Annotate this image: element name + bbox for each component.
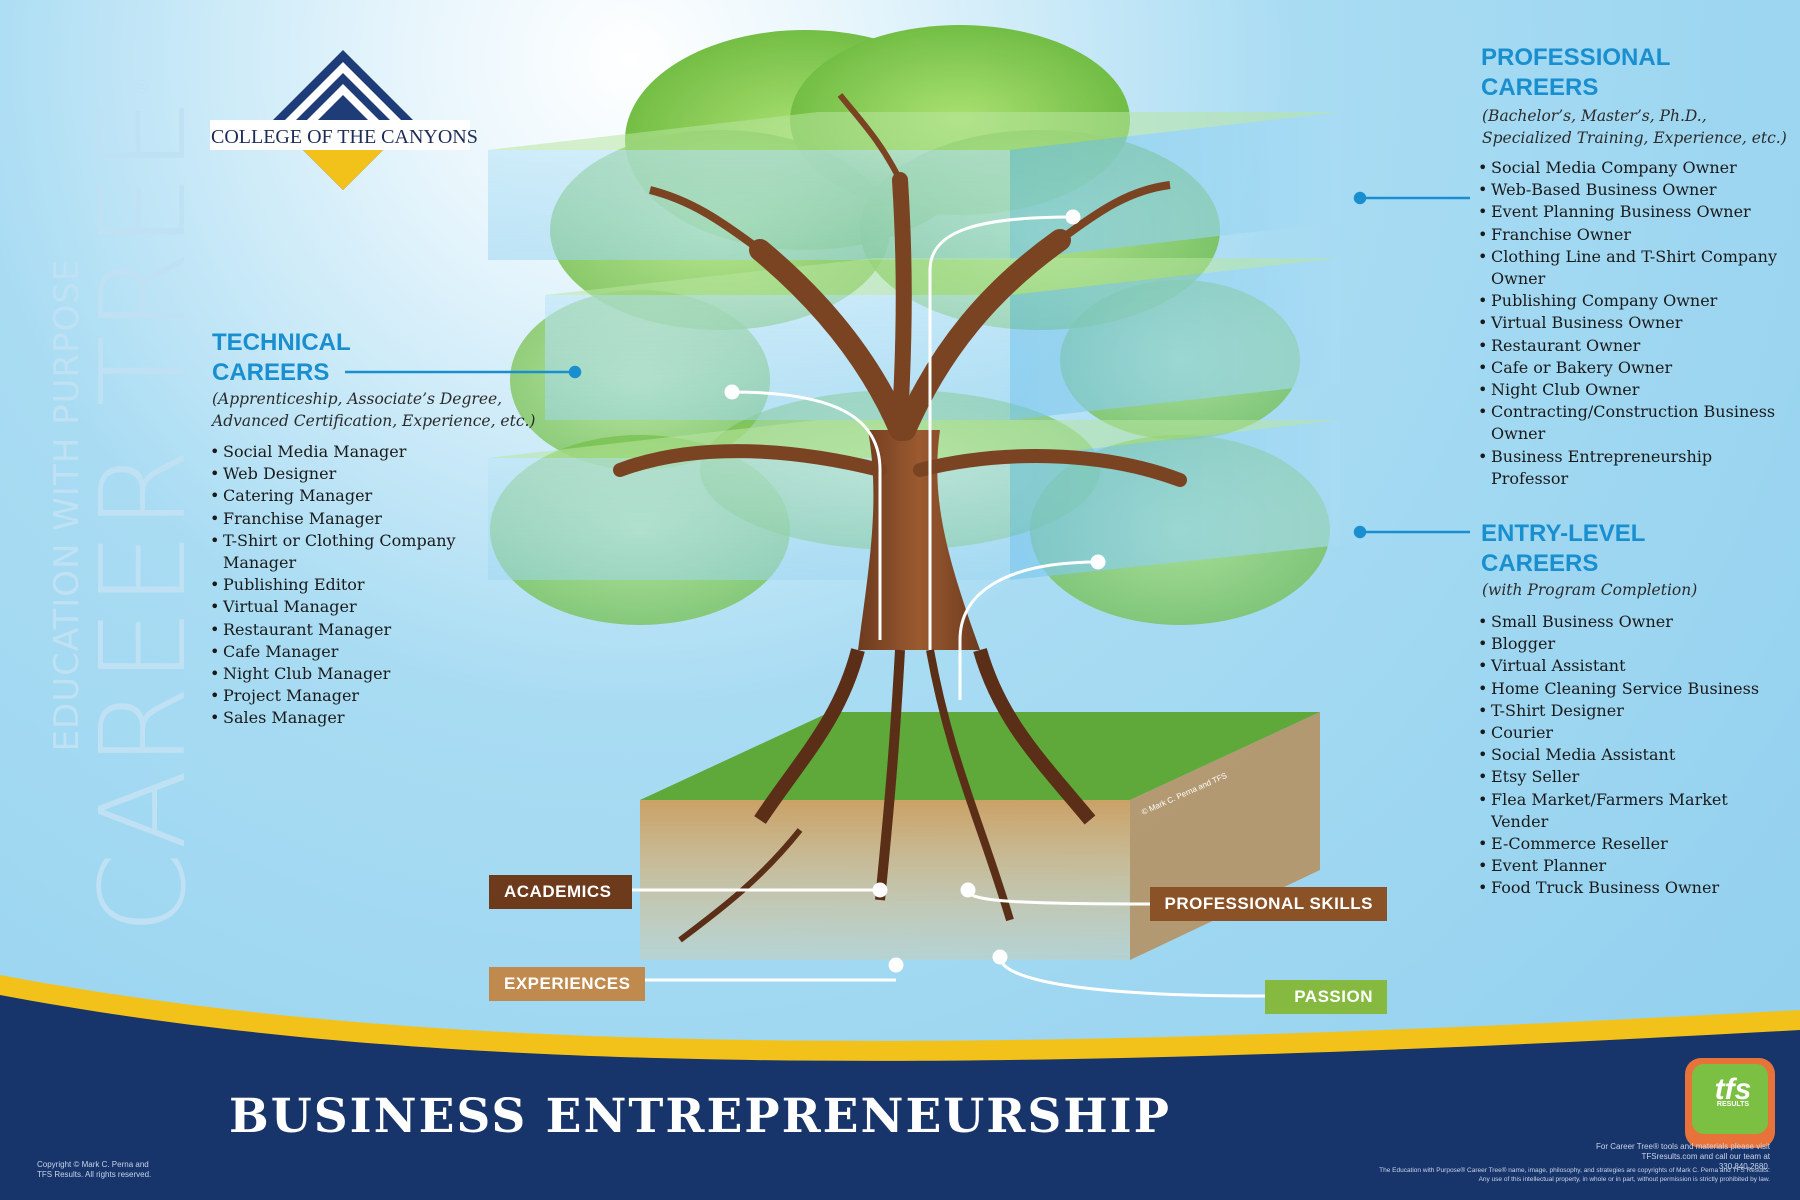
technical-heading: TECHNICAL CAREERS <box>212 328 351 388</box>
professional-heading-line2: CAREERS <box>1481 74 1599 101</box>
footer-legal-line2: Any use of this intellectual property, i… <box>1478 1176 1770 1183</box>
technical-career-item: Sales Manager <box>210 707 470 729</box>
registered-mark: ® <box>132 75 153 96</box>
footer-info: For Career Tree® tools and materials ple… <box>1590 1142 1770 1172</box>
professional-career-item: Night Club Owner <box>1478 379 1778 401</box>
technical-heading-line1: TECHNICAL <box>212 329 351 356</box>
technical-career-item: Virtual Manager <box>210 596 470 618</box>
footer-legal: The Education with Purpose® Career Tree®… <box>1280 1166 1770 1184</box>
professional-career-item: Event Planning Business Owner <box>1478 201 1778 223</box>
footer-band <box>0 975 1800 1200</box>
connector-lines <box>632 209 1266 998</box>
footer-info-line1: For Career Tree® tools and materials ple… <box>1596 1142 1770 1151</box>
technical-sub-line1: (Apprenticeship, Associate’s Degree, <box>212 390 503 408</box>
professional-career-item: Restaurant Owner <box>1478 335 1778 357</box>
college-logo-text: COLLEGE OF THE CANYONS <box>211 126 478 148</box>
professional-career-item: Social Media Company Owner <box>1478 157 1778 179</box>
root-professional-skills-text: PROFESSIONAL SKILLS <box>1164 894 1373 913</box>
professional-career-item: Business Entrepreneurship Professor <box>1478 446 1778 490</box>
entry-career-item: Small Business Owner <box>1478 611 1788 633</box>
entry-careers-list: Small Business OwnerBloggerVirtual Assis… <box>1478 611 1788 900</box>
entry-career-item: Flea Market/Farmers Market Vender <box>1478 789 1788 833</box>
entry-heading-line2: CAREERS <box>1481 550 1599 577</box>
entry-career-item: Food Truck Business Owner <box>1478 877 1788 899</box>
professional-heading: PROFESSIONAL CAREERS <box>1481 43 1670 103</box>
entry-career-item: Event Planner <box>1478 855 1788 877</box>
technical-career-item: Publishing Editor <box>210 574 470 596</box>
tfs-logo-sub: RESULTS <box>1716 1101 1750 1108</box>
tfs-logo-text: tfs <box>1714 1073 1752 1106</box>
technical-sub-line2: Advanced Certification, Experience, etc.… <box>212 412 536 430</box>
technical-heading-line2: CAREERS <box>212 359 330 386</box>
entry-career-item: Virtual Assistant <box>1478 655 1788 677</box>
footer-info-line2: TFSresults.com and call our team at 330.… <box>1641 1152 1771 1171</box>
entry-sub-line1: (with Program Completion) <box>1482 581 1698 599</box>
professional-career-item: Virtual Business Owner <box>1478 312 1778 334</box>
root-label-professional-skills: PROFESSIONAL SKILLS <box>1150 887 1387 921</box>
professional-heading-line1: PROFESSIONAL <box>1481 44 1671 71</box>
technical-career-item: Catering Manager <box>210 485 470 507</box>
footer-copyright: Copyright © Mark C. Perna and TFS Result… <box>37 1160 152 1179</box>
technical-subheading: (Apprenticeship, Associate’s Degree, Adv… <box>212 388 535 432</box>
root-academics-text: ACADEMICS <box>504 882 612 901</box>
root-experiences-text: EXPERIENCES <box>504 974 631 993</box>
tfs-logo: tfs RESULTS <box>1700 1073 1766 1108</box>
professional-sub-line2: Specialized Training, Experience, etc.) <box>1482 129 1787 147</box>
professional-career-item: Cafe or Bakery Owner <box>1478 357 1778 379</box>
root-passion-text: PASSION <box>1294 987 1373 1006</box>
professional-career-item: Franchise Owner <box>1478 224 1778 246</box>
technical-career-item: Restaurant Manager <box>210 619 470 641</box>
root-label-experiences: EXPERIENCES <box>489 967 645 1001</box>
technical-career-item: Project Manager <box>210 685 470 707</box>
professional-subheading: (Bachelor’s, Master’s, Ph.D., Specialize… <box>1482 105 1787 149</box>
career-tree-side-title: EDUCATION WITH PURPOSE CAREER TREE® <box>47 0 212 1105</box>
professional-career-item: Publishing Company Owner <box>1478 290 1778 312</box>
technical-career-item: T-Shirt or Clothing Company Manager <box>210 530 470 574</box>
entry-career-item: T-Shirt Designer <box>1478 700 1788 722</box>
entry-career-item: Social Media Assistant <box>1478 744 1788 766</box>
entry-career-item: Home Cleaning Service Business <box>1478 678 1788 700</box>
professional-career-item: Contracting/Construction Business Owner <box>1478 401 1778 445</box>
professional-sub-line1: (Bachelor’s, Master’s, Ph.D., <box>1482 107 1707 125</box>
root-label-academics: ACADEMICS <box>489 875 632 909</box>
entry-career-item: Blogger <box>1478 633 1788 655</box>
tree-trunk <box>613 93 1187 650</box>
entry-subheading: (with Program Completion) <box>1482 579 1697 601</box>
entry-career-item: E-Commerce Reseller <box>1478 833 1788 855</box>
side-title: CAREER TREE® <box>74 75 212 935</box>
entry-heading-line1: ENTRY-LEVEL <box>1481 520 1646 547</box>
college-logo-mark <box>210 50 470 190</box>
technical-career-item: Social Media Manager <box>210 441 470 463</box>
program-title: BUSINESS ENTREPRENEURSHIP <box>228 1089 1171 1144</box>
technical-career-item: Cafe Manager <box>210 641 470 663</box>
technical-career-item: Franchise Manager <box>210 508 470 530</box>
entry-career-item: Courier <box>1478 722 1788 744</box>
root-label-passion: PASSION <box>1265 980 1387 1014</box>
professional-career-item: Web-Based Business Owner <box>1478 179 1778 201</box>
professional-careers-list: Social Media Company OwnerWeb-Based Busi… <box>1478 157 1778 490</box>
entry-career-item: Etsy Seller <box>1478 766 1788 788</box>
technical-careers-list: Social Media ManagerWeb DesignerCatering… <box>210 441 470 730</box>
ground-block <box>640 648 1320 960</box>
heading-pointers <box>345 191 1470 539</box>
footer-legal-line1: The Education with Purpose® Career Tree®… <box>1379 1167 1770 1174</box>
entry-heading: ENTRY-LEVEL CAREERS <box>1481 519 1645 579</box>
technical-career-item: Web Designer <box>210 463 470 485</box>
technical-career-item: Night Club Manager <box>210 663 470 685</box>
professional-career-item: Clothing Line and T-Shirt Company Owner <box>1478 246 1778 290</box>
